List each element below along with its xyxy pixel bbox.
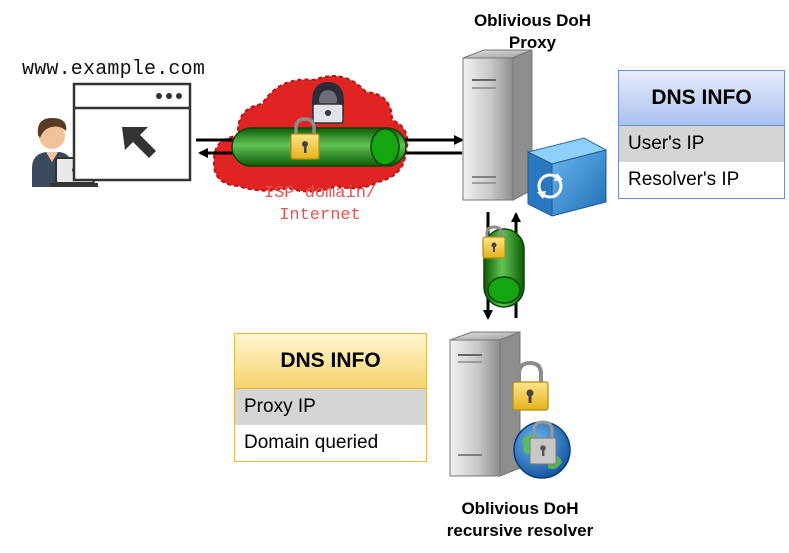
resolver-dns-info-box: DNS INFO Proxy IP Domain queried (234, 333, 427, 462)
proxy-dns-info-row: Resolver's IP (628, 169, 740, 190)
resolver-dns-info-row: Domain queried (244, 432, 379, 453)
lock-icon (290, 117, 320, 160)
proxy-dns-info-header: DNS INFO (619, 71, 784, 126)
proxy-title-line2: Proxy (508, 33, 557, 52)
lock-icon (482, 225, 506, 259)
hacker-icon (312, 82, 344, 124)
browser-url-text: www.example.com (22, 58, 206, 81)
proxy-sync-cube-icon (526, 137, 608, 217)
proxy-server-icon (462, 49, 533, 201)
resolver-dns-info-header: DNS INFO (235, 334, 426, 389)
resolver-dns-info-row: Proxy IP (235, 389, 426, 425)
isp-label-line1: ISP domain/ (263, 184, 377, 203)
secure-globe-icon (513, 420, 571, 479)
lock-icon (512, 360, 549, 411)
proxy-title-line1: Oblivious DoH (473, 11, 592, 30)
resolver-title-line2: recursive resolver (446, 521, 594, 540)
resolver-server-icon (449, 331, 521, 477)
resolver-title-line1: Oblivious DoH (461, 499, 579, 518)
resolver-title: Oblivious DoH recursive resolver (420, 498, 620, 542)
isp-label: ISP domain/ Internet (245, 183, 395, 227)
proxy-dns-info-row: User's IP (619, 126, 784, 162)
proxy-title: Oblivious DoH Proxy (450, 10, 615, 54)
isp-label-line2: Internet (279, 206, 361, 225)
proxy-dns-info-box: DNS INFO User's IP Resolver's IP (618, 70, 785, 199)
browser-window-icon (72, 82, 192, 182)
